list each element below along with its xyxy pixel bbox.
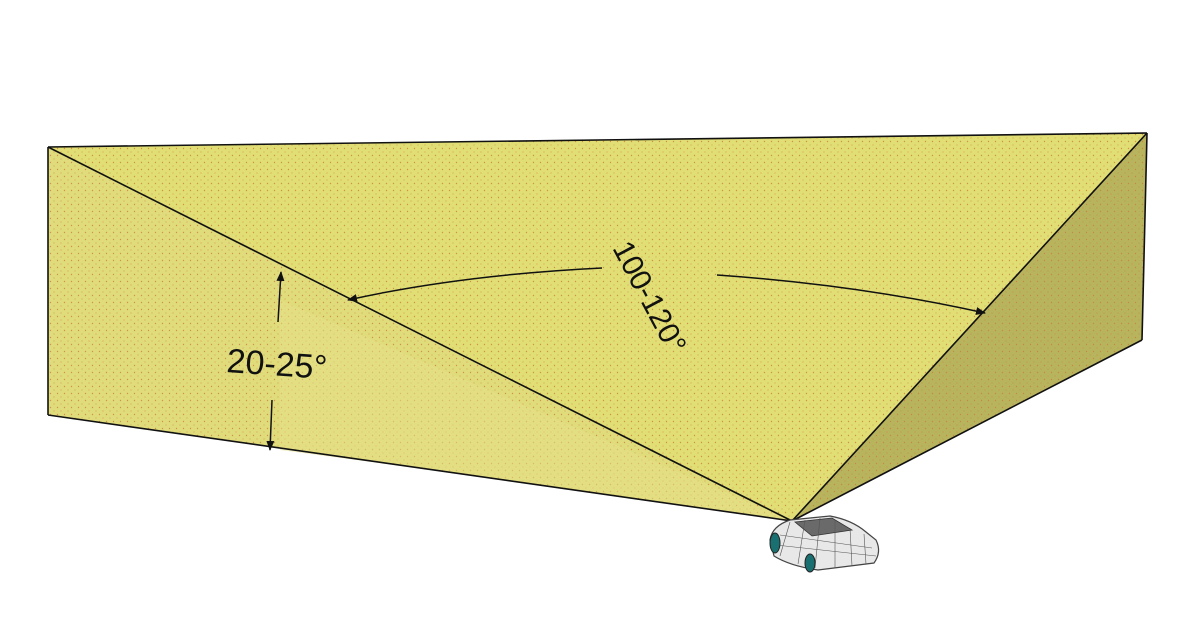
front-wheel: [804, 553, 816, 573]
rear-wheel: [769, 532, 781, 554]
car-icon: [769, 515, 880, 573]
vertical-angle-label: 20-25°: [225, 342, 328, 387]
edge-lines: [47, 132, 1148, 522]
fov-volume: [47, 132, 1148, 522]
vertical-angle-dimension: 20-25°: [225, 271, 328, 451]
